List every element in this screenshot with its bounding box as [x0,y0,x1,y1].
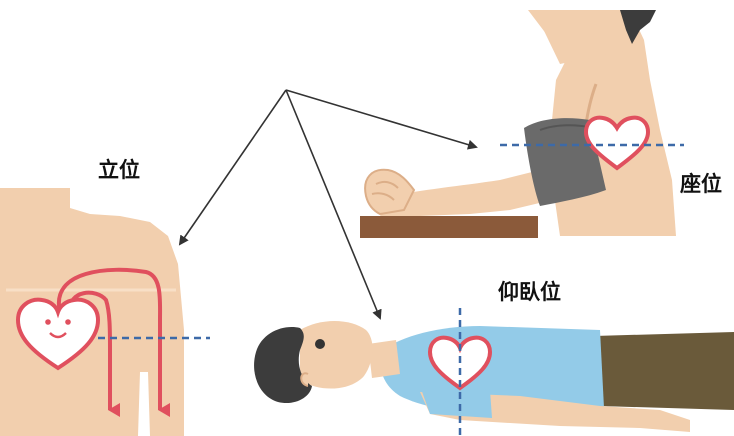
arrow-to-supine [286,90,380,318]
supine-figure [254,308,734,436]
standing-figure [0,188,210,436]
supine-face [300,321,373,389]
label-sitting: 座位 [680,174,722,195]
arrow-to-standing [180,90,286,244]
arrow-to-sitting [286,90,476,147]
sitting-table [360,216,538,238]
supine-pants [594,332,734,410]
supine-neck [368,340,400,378]
sitting-figure [360,10,684,238]
heart-face-eye-right [65,319,71,325]
heart-face-eye-left [45,319,51,325]
supine-eye [315,339,325,349]
label-supine: 仰臥位 [498,282,561,303]
label-standing: 立位 [98,160,140,181]
supine-sleeve [420,386,492,418]
